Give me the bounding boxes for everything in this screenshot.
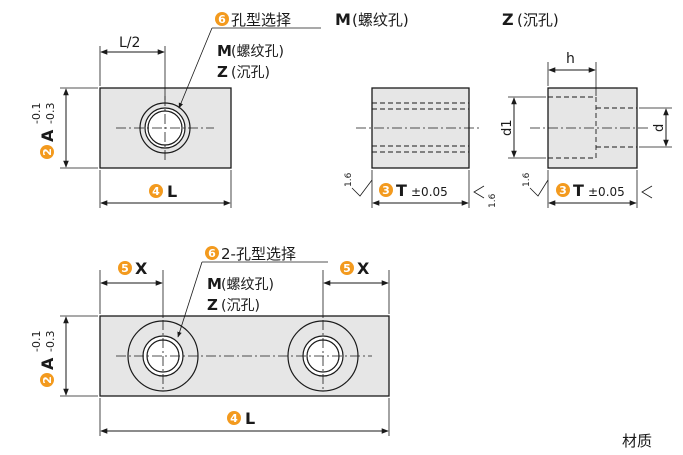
badge-3-z [556,183,570,197]
badge-5-left [118,261,132,275]
single-hole-block-view: L/2 6 孔型选择 M (螺纹孔) Z (沉孔) 2 A -0.1 -0.3 … [30,11,321,208]
option-z-code: Z [217,63,228,81]
pitch-letter-right: X [357,259,370,278]
svg-text:2: 2 [41,376,54,384]
counterbore-heading-text: (沉孔) [517,11,559,29]
thickness-letter-m: T [396,181,407,200]
thickness-tol-m: ±0.05 [411,185,448,199]
bottom-height-letter: A [38,357,57,370]
thickness-tol-z: ±0.05 [588,185,625,199]
roughness-mark-left-z [529,179,549,197]
option-z-text: (沉孔) [231,65,270,81]
roughness-value-right-m: 1.6 [488,193,498,208]
counterbore-depth-label: h [566,51,575,67]
badge-2-bottom [40,373,54,387]
badge-6 [215,12,229,26]
svg-text:5: 5 [121,262,129,275]
svg-text:4: 4 [152,185,160,198]
option-m-text: (螺纹孔) [231,44,284,60]
badge-6-bottom [205,246,219,260]
badge-3-m [379,183,393,197]
badge-5-right [340,261,354,275]
bottom-height-tol-top: -0.1 [30,331,43,352]
thickness-letter-z: T [573,181,584,200]
bottom-option-m-code: M [207,275,222,293]
two-hole-leader [177,261,203,338]
tapped-heading-text: (螺纹孔) [352,11,409,29]
hole-leader [178,27,213,109]
counterbore-dia-label: d1 [500,119,515,136]
pitch-letter-left: X [135,259,148,278]
hole-type-title: 孔型选择 [231,11,291,29]
bottom-height-tol-bottom: -0.3 [44,331,57,352]
tapped-hole-side-view: M (螺纹孔) 3 T ±0.05 1.6 1.6 [335,10,498,208]
bottom-option-m-text: (螺纹孔) [221,277,274,293]
badge-4-bottom [227,411,241,425]
svg-text:6: 6 [218,13,226,26]
roughness-mark-right-m [473,185,485,199]
counterbore-heading-code: Z [502,10,514,29]
roughness-value-left-z: 1.6 [522,172,532,187]
svg-text:4: 4 [230,412,238,425]
svg-text:5: 5 [343,262,351,275]
length-letter: L [167,182,177,201]
svg-text:6: 6 [208,247,216,260]
bottom-option-z-text: (沉孔) [221,298,260,314]
svg-text:2: 2 [41,148,54,156]
hole-dia-label: d [652,124,667,132]
height-tol-top: -0.1 [30,103,43,124]
height-tol-bottom: -0.3 [44,103,57,124]
two-hole-type-title: 2-孔型选择 [221,245,296,263]
counterbore-side-view: Z (沉孔) h d1 d 3 T ±0.05 1.6 [500,10,672,208]
badge-2 [40,145,54,159]
option-m-code: M [217,42,232,60]
svg-text:3: 3 [559,184,567,197]
bottom-length-letter: L [245,409,255,428]
height-letter: A [38,129,57,142]
roughness-value-left-m: 1.6 [344,172,354,187]
half-length-label: L/2 [119,35,140,51]
roughness-mark-left-m [351,179,373,197]
material-label: 材质 [622,432,652,450]
svg-text:3: 3 [382,184,390,197]
roughness-mark-right-z [641,185,653,199]
tapped-heading-code: M [335,10,351,29]
bottom-option-z-code: Z [207,296,218,314]
badge-4 [149,184,163,198]
two-hole-block-view: 5 X 5 X 6 2-孔型选择 M (螺纹孔) Z (沉孔) 2 A -0.1… [30,245,390,436]
